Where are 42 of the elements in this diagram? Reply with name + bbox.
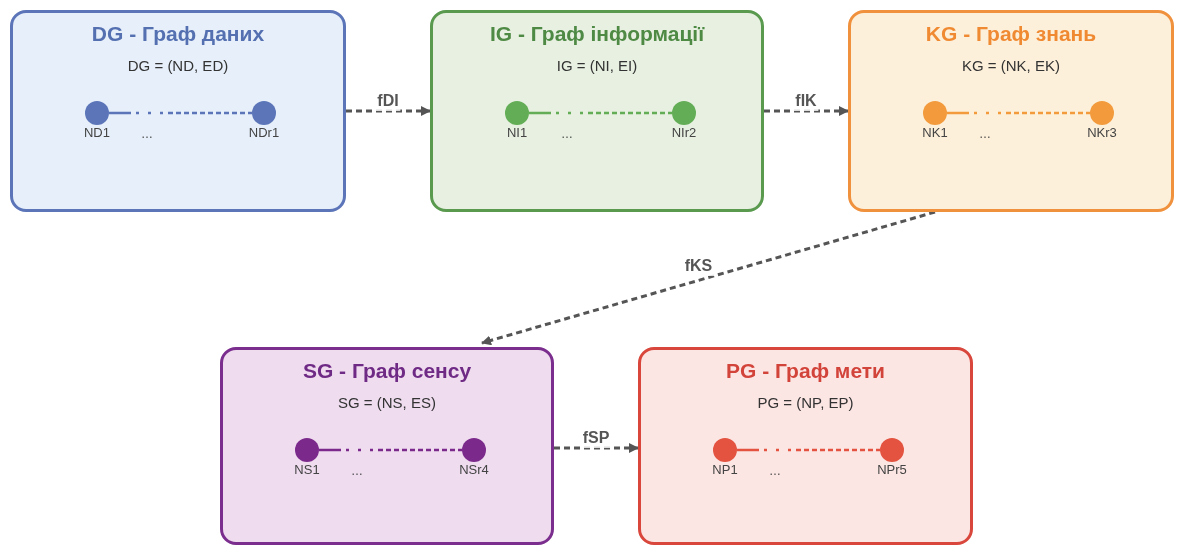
node-label: NIr2 — [671, 125, 697, 142]
dashed-arrow — [764, 106, 849, 116]
dashed-arrow — [481, 210, 936, 346]
ellipsis-label: … — [561, 126, 573, 143]
formula-text: DG = (ND, ED) — [127, 56, 229, 77]
node-label: NI1 — [506, 125, 528, 142]
node-label: NDr1 — [248, 125, 280, 142]
graph-box — [638, 347, 973, 545]
graph-box — [848, 10, 1174, 212]
formula-text: IG = (NI, EI) — [556, 56, 638, 77]
box-title: SG - Граф сенсу — [302, 358, 472, 384]
node-label: NSr4 — [459, 462, 489, 479]
dashed-arrow — [346, 106, 431, 116]
edge-label: fIK — [793, 91, 819, 111]
dotted-line — [319, 448, 462, 452]
formula-text: KG = (NK, EK) — [962, 56, 1060, 77]
edge-label: fSP — [580, 428, 612, 448]
node-label: NKr3 — [1087, 125, 1117, 142]
ellipsis-label: … — [351, 463, 363, 480]
box-title: KG - Граф знань — [925, 21, 1097, 47]
box-title: IG - Граф інформації — [489, 21, 705, 47]
dotted-line — [737, 448, 880, 452]
formula-text: PG = (NP, EP) — [757, 393, 854, 414]
ellipsis-label: … — [141, 126, 153, 143]
dotted-line — [529, 111, 672, 115]
formula-text: SG = (NS, ES) — [338, 393, 436, 414]
node-label: NP1 — [712, 462, 738, 479]
ellipsis-label: … — [979, 126, 991, 143]
ellipsis-label: … — [769, 463, 781, 480]
box-title: PG - Граф мети — [726, 358, 885, 384]
box-title: DG - Граф даних — [91, 21, 265, 47]
graph-box — [220, 347, 554, 545]
node-label: NS1 — [294, 462, 320, 479]
edge-label: fDI — [375, 91, 401, 111]
dashed-arrow — [554, 443, 639, 453]
node-label: ND1 — [84, 125, 110, 142]
node-label: NPr5 — [877, 462, 907, 479]
dotted-line — [947, 111, 1090, 115]
graph-box — [430, 10, 764, 212]
graph-box — [10, 10, 346, 212]
dotted-line — [109, 111, 252, 115]
node-label: NK1 — [922, 125, 948, 142]
